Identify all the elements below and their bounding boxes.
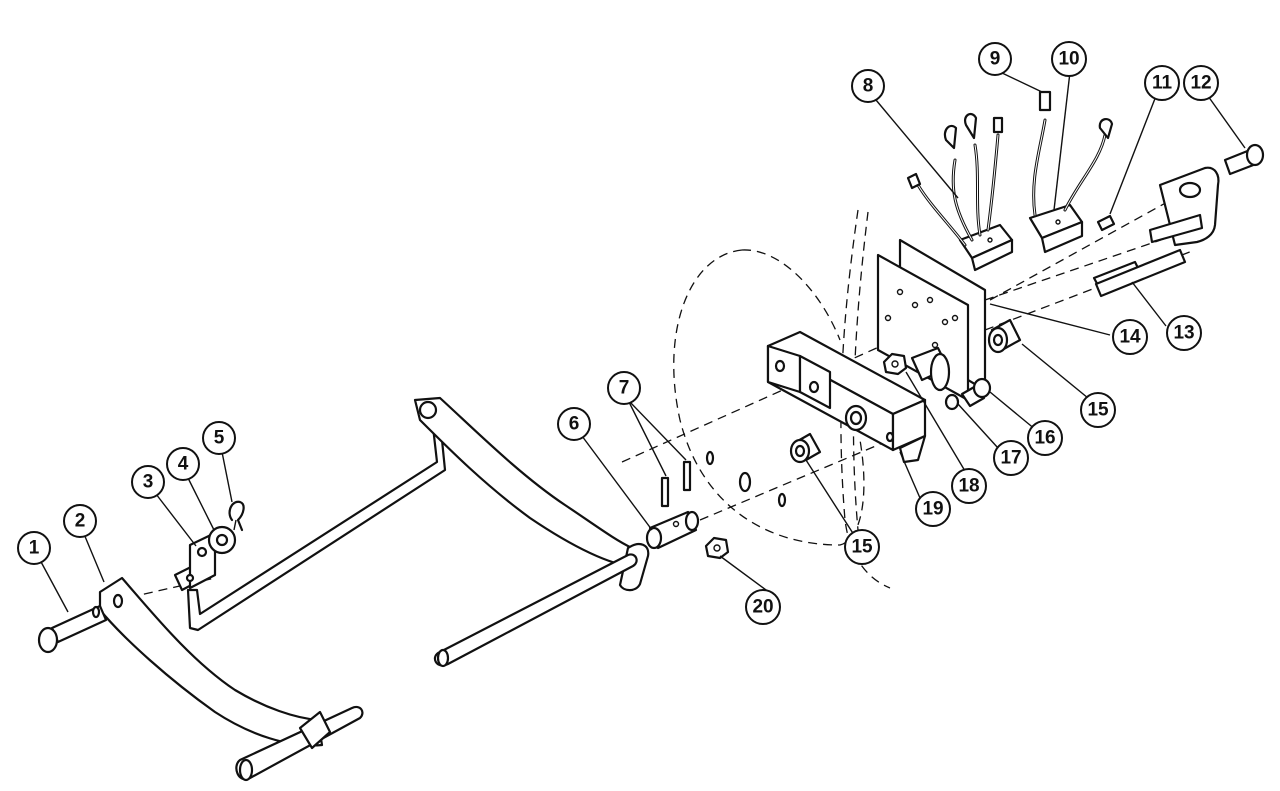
svg-text:11: 11 bbox=[1152, 73, 1173, 94]
screw-and-washer bbox=[944, 377, 992, 411]
callout-12: 12 bbox=[1183, 65, 1219, 101]
callout-10: 10 bbox=[1051, 41, 1087, 77]
svg-text:6: 6 bbox=[569, 414, 580, 435]
svg-text:16: 16 bbox=[1034, 428, 1055, 449]
svg-text:20: 20 bbox=[752, 597, 773, 618]
callout-13: 13 bbox=[1166, 315, 1202, 351]
callout-18: 18 bbox=[951, 468, 987, 504]
svg-text:19: 19 bbox=[922, 499, 943, 520]
callout-15-lower: 15 bbox=[844, 529, 880, 565]
small-screw bbox=[1096, 214, 1116, 232]
svg-text:7: 7 bbox=[619, 378, 630, 399]
callout-7: 7 bbox=[607, 371, 641, 405]
bracket-washer-cotter bbox=[173, 500, 245, 592]
callout-14: 14 bbox=[1112, 319, 1148, 355]
clevis-pin bbox=[37, 604, 108, 654]
bolt bbox=[1223, 143, 1265, 176]
switch-right bbox=[1028, 90, 1114, 254]
leader-lines bbox=[39, 71, 1246, 613]
callout-11: 11 bbox=[1144, 65, 1180, 101]
shaft bbox=[1092, 166, 1220, 298]
switch-left bbox=[906, 112, 1014, 272]
switch-plate bbox=[876, 238, 987, 402]
svg-text:3: 3 bbox=[143, 472, 154, 493]
disc-outline bbox=[673, 209, 891, 589]
callout-2: 2 bbox=[63, 504, 97, 538]
callout-1: 1 bbox=[17, 531, 51, 565]
mounting-bracket bbox=[766, 330, 927, 464]
callout-6: 6 bbox=[557, 407, 591, 441]
callout-16: 16 bbox=[1027, 420, 1063, 456]
callout-4: 4 bbox=[166, 447, 200, 481]
svg-text:15: 15 bbox=[851, 537, 873, 558]
nut bbox=[704, 536, 730, 560]
svg-text:18: 18 bbox=[958, 476, 979, 497]
svg-text:9: 9 bbox=[990, 49, 1001, 70]
svg-text:2: 2 bbox=[75, 511, 86, 532]
svg-text:17: 17 bbox=[1000, 448, 1021, 469]
callout-20: 20 bbox=[745, 589, 781, 625]
svg-text:1: 1 bbox=[29, 538, 40, 559]
svg-text:4: 4 bbox=[178, 454, 189, 475]
callout-8: 8 bbox=[851, 69, 885, 103]
cross-frame bbox=[186, 396, 650, 668]
callout-19: 19 bbox=[915, 491, 951, 527]
svg-text:5: 5 bbox=[214, 428, 225, 449]
svg-text:12: 12 bbox=[1190, 73, 1211, 94]
callout-9: 9 bbox=[978, 42, 1012, 76]
svg-text:13: 13 bbox=[1173, 323, 1194, 344]
callout-17: 17 bbox=[993, 440, 1029, 476]
callout-5: 5 bbox=[202, 421, 236, 455]
svg-text:14: 14 bbox=[1119, 327, 1141, 348]
callout-15-upper: 15 bbox=[1080, 392, 1116, 428]
svg-text:8: 8 bbox=[863, 76, 874, 97]
left-support-arm bbox=[98, 576, 364, 782]
svg-text:10: 10 bbox=[1058, 49, 1079, 70]
coupling-and-pins bbox=[645, 460, 700, 550]
bushing-lower bbox=[789, 432, 822, 464]
bushing-upper bbox=[987, 318, 1022, 354]
callout-3: 3 bbox=[131, 465, 165, 499]
plate-nut bbox=[882, 352, 908, 376]
svg-text:15: 15 bbox=[1087, 400, 1109, 421]
